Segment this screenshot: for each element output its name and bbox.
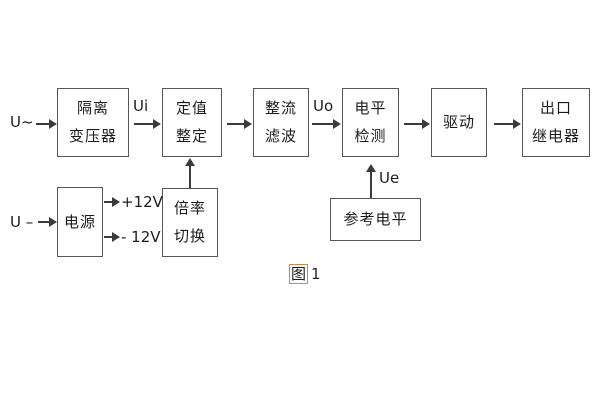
block-rectifier-filter: 整流 滤波 [253, 88, 309, 157]
label-rail-pos: +12V [121, 193, 163, 211]
block-label: 驱动 [442, 113, 475, 131]
block-reference-level: 参考电平 [330, 198, 421, 241]
block-output-relay: 出口 继电器 [522, 88, 590, 157]
label-uo: Uo [313, 97, 334, 115]
block-label: 整定 [175, 127, 208, 145]
block-label: 变压器 [68, 127, 117, 145]
arrow-rail-pos [104, 197, 120, 207]
block-label: 整流 [264, 99, 297, 117]
block-label: 倍率 [173, 199, 206, 217]
arrow-driver-to-relay [494, 119, 521, 129]
block-setpoint-setting: 定值 整定 [162, 88, 222, 157]
block-label: 出口 [539, 99, 572, 117]
arrow-rail-neg [104, 232, 120, 242]
arrow-ac-input [36, 119, 57, 129]
block-label: 切换 [173, 227, 206, 245]
block-power-supply: 电源 [57, 187, 103, 257]
block-label: 参考电平 [343, 210, 408, 228]
arrow-setpoint-to-rectifier [227, 119, 252, 129]
block-level-detector: 电平 检测 [342, 88, 399, 157]
arrow-reference-to-detector [366, 164, 376, 198]
block-label: 定值 [175, 99, 208, 117]
caption-highlighted-char: 图 [289, 264, 309, 284]
block-label: 电平 [354, 99, 387, 117]
arrow-rectifier-to-detector [312, 119, 341, 129]
block-isolation-transformer: 隔离 变压器 [57, 88, 129, 157]
block-ratio-switch: 倍率 切换 [162, 188, 218, 257]
arrow-transformer-to-setpoint [134, 119, 161, 129]
arrow-dc-input [38, 217, 57, 227]
arrow-detector-to-driver [404, 119, 430, 129]
label-ac-input: U~ [10, 113, 34, 131]
block-label: 隔离 [76, 99, 109, 117]
arrow-ratio-to-setpoint [185, 158, 195, 188]
label-dc-input: U – [10, 213, 34, 231]
label-ui: Ui [133, 97, 149, 115]
caption-number: 1 [311, 265, 321, 283]
label-rail-neg: - 12V [121, 228, 161, 246]
label-ue: Ue [379, 169, 400, 187]
block-label: 继电器 [531, 127, 580, 145]
block-label: 电源 [63, 212, 96, 231]
block-driver: 驱动 [431, 88, 487, 157]
block-label: 检测 [354, 127, 387, 145]
block-label: 滤波 [264, 127, 297, 145]
